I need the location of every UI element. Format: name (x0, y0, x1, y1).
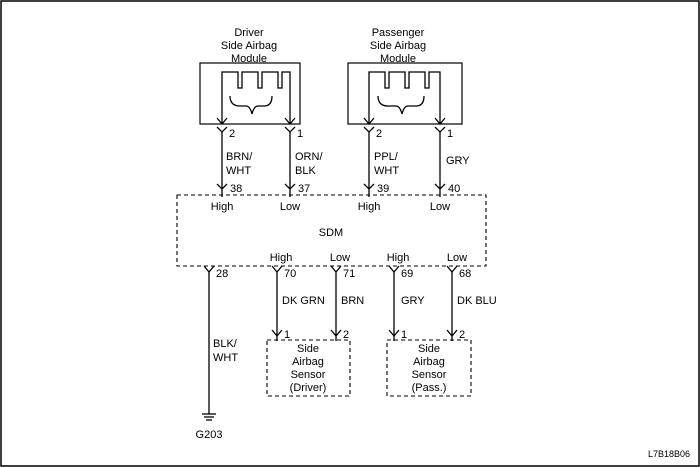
wire-color-sensor-driver-low: BRN (341, 295, 364, 307)
sdm-bottom-label-high-1: High (270, 252, 293, 264)
wire-color-driver-low-line2: BLK (295, 165, 316, 177)
sensor-driver-pin-right: 2 (343, 329, 349, 341)
wire-color-ground-line2: WHT (213, 352, 238, 364)
driver-pin-right: 1 (297, 128, 303, 140)
connector-pin-icon (434, 126, 446, 133)
passenger-arrow-right-icon (434, 117, 446, 126)
passenger-brace-icon (377, 95, 425, 115)
passenger-sensor-title-line4: (Pass.) (412, 382, 447, 394)
sdm-top-label-high-2: High (358, 201, 381, 213)
passenger-sensor-title-line1: Side (418, 343, 440, 355)
wire-color-driver-low-line1: ORN/ (295, 151, 323, 163)
driver-brace-icon (229, 95, 273, 115)
sdm-pin-69: 69 (401, 268, 413, 280)
driver-inflator-symbol (221, 71, 291, 98)
sdm-connector-pin-icon (446, 265, 458, 274)
sdm-pin-37: 37 (298, 183, 310, 195)
ground-circuit: BLK/ WHT G203 (196, 272, 238, 441)
sdm-pin-38: 38 (230, 183, 242, 195)
sdm-connector-pin-icon (203, 265, 215, 274)
passenger-sensor-box (386, 339, 472, 397)
sdm-connector-pin-icon (330, 265, 342, 274)
passenger-airbag-module: Passenger Side Airbag Module (347, 27, 463, 126)
wire-color-pass-high-line2: WHT (374, 165, 399, 177)
passenger-module-title-line1: Passenger (372, 27, 425, 39)
passenger-pin-left: 2 (376, 128, 382, 140)
wire-color-driver-high-line1: BRN/ (226, 151, 253, 163)
driver-sensor-title-line2: Airbag (292, 356, 324, 368)
sensor-driver-pin-left: 1 (284, 329, 290, 341)
driver-side-sensor: Side Airbag Sensor (Driver) (266, 336, 351, 397)
sdm-pin-39: 39 (377, 183, 389, 195)
sdm-connector-pin-icon (388, 265, 400, 274)
driver-arrow-left-icon (216, 117, 228, 126)
wire-color-sensor-driver-high: DK GRN (282, 295, 325, 307)
passenger-module-box (347, 62, 463, 125)
figure-reference: L7B18B06 (648, 449, 690, 459)
wire-color-sensor-pass-high: GRY (401, 295, 425, 307)
wire-color-ground-line1: BLK/ (213, 338, 238, 350)
sdm-pin-68: 68 (459, 268, 471, 280)
sensor-pass-pin-left: 1 (401, 329, 407, 341)
sdm-pin-40: 40 (448, 183, 460, 195)
passenger-pin-right: 1 (447, 128, 453, 140)
wire-color-sensor-pass-low: DK BLU (457, 295, 497, 307)
sdm-pin-70: 70 (284, 268, 296, 280)
sdm-pin-71: 71 (343, 268, 355, 280)
sdm-top-label-low-1: Low (280, 201, 300, 213)
passenger-sensor-title-line3: Sensor (412, 369, 447, 381)
passenger-module-title-line2: Side Airbag (370, 40, 426, 52)
driver-module-title-line1: Driver (234, 27, 264, 39)
sdm-top-label-low-2: Low (430, 201, 450, 213)
passenger-module-title-line3: Module (380, 53, 416, 65)
sdm-bottom-label-low-1: Low (330, 252, 350, 264)
driver-airbag-module: Driver Side Airbag Module (199, 27, 301, 126)
passenger-arrow-left-icon (363, 117, 375, 126)
driver-sensor-title-line1: Side (297, 343, 319, 355)
connector-pin-icon (284, 126, 296, 133)
sdm-bottom-label-low-2: Low (447, 252, 467, 264)
driver-module-title-line3: Module (231, 53, 267, 65)
driver-module-box (199, 62, 301, 125)
upper-wires: BRN/ WHT ORN/ BLK PPL/ WHT GRY 38 37 39 … (216, 132, 470, 195)
wire-color-driver-high-line2: WHT (226, 165, 251, 177)
sensor-wires: DK GRN BRN GRY DK BLU 1 2 1 2 (271, 272, 497, 341)
passenger-inflator-symbol (368, 71, 441, 98)
sdm-connector-pin-icon (271, 265, 283, 274)
wire-color-pass-high-line1: PPL/ (374, 151, 399, 163)
driver-arrow-right-icon (284, 117, 296, 126)
passenger-sensor-title-line2: Airbag (413, 356, 445, 368)
sdm-label: SDM (319, 227, 343, 239)
driver-pin-left: 2 (229, 128, 235, 140)
sensor-pass-pin-right: 2 (459, 329, 465, 341)
ground-label: G203 (196, 429, 223, 441)
sdm-bottom-label-high-2: High (387, 252, 410, 264)
driver-module-title-line2: Side Airbag (221, 40, 277, 52)
passenger-side-sensor: Side Airbag Sensor (Pass.) (386, 336, 472, 397)
driver-sensor-title-line4: (Driver) (290, 382, 327, 394)
driver-sensor-title-line3: Sensor (291, 369, 326, 381)
wire-color-pass-low: GRY (446, 155, 470, 167)
sdm-top-label-high-1: High (211, 201, 234, 213)
sdm-module: High Low High Low SDM High Low High Low (176, 189, 487, 267)
lower-sdm-pins: 28 70 71 69 68 (203, 265, 471, 280)
connector-pin-icon (363, 126, 375, 133)
sdm-pin-28: 28 (216, 268, 228, 280)
connector-pin-icon (216, 126, 228, 133)
module-connector-pins: 2 1 2 1 (216, 126, 453, 140)
